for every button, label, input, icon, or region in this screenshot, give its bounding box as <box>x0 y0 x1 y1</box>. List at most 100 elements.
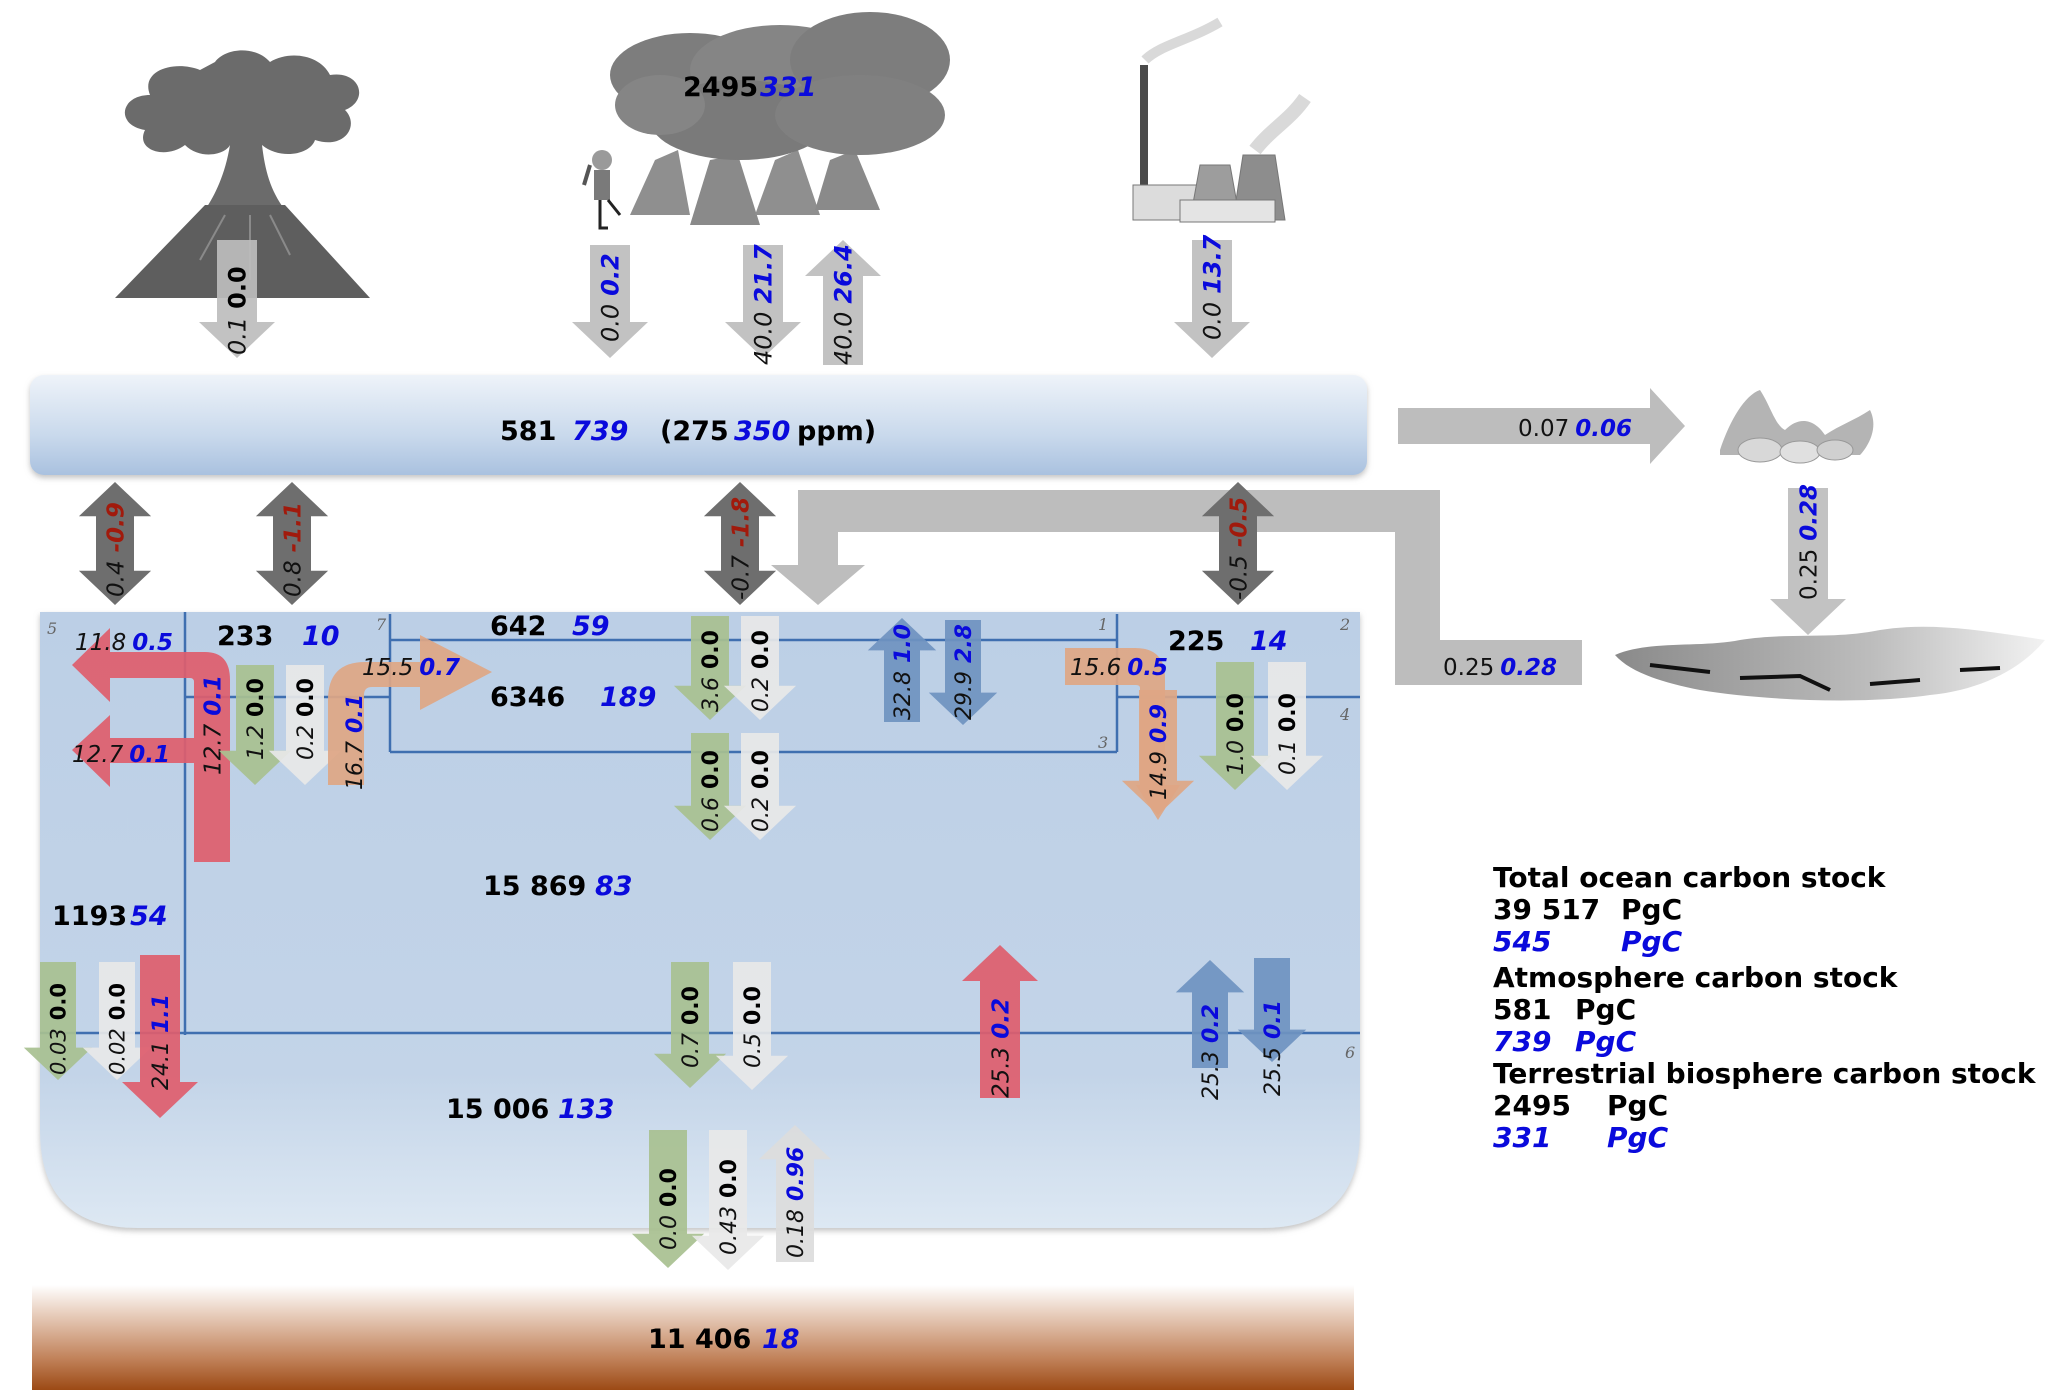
respiration-flux-value-anthropogenic: 26.4 <box>830 244 858 303</box>
box-233-anthro: 10 <box>302 621 340 652</box>
orange-right-down-shaft-arrow <box>1121 690 1195 815</box>
blue-down-1-flux-arrow <box>928 620 998 725</box>
blue-up-1-flux-value-anthropogenic: 1.0 <box>891 624 916 663</box>
sediment-reservoir: 11 406 18 <box>32 1285 1354 1390</box>
white-1-lower-flux-label: 0.20.0 <box>749 750 774 832</box>
legend-atmosphere-title: Atmosphere carbon stock <box>1493 961 1898 994</box>
fossil-flux-value-preindustrial: 0.0 <box>1199 302 1227 340</box>
red-1193-flux-value-anthropogenic: 1.1 <box>149 994 174 1033</box>
airsea-1-flux-value-anthropogenic: -1.8 <box>728 497 754 547</box>
white-233-flux-value-preindustrial: 0.2 <box>294 725 319 760</box>
respiration-flux-label: 40.0 26.4 <box>830 244 858 365</box>
green-225-flux-value-preindustrial: 1.0 <box>1224 740 1249 775</box>
atmosphere-ppm-pre: (275 <box>660 416 729 447</box>
box-15869-anthro: 83 <box>595 871 633 902</box>
legend-ocean-anthro-value: 545 <box>1493 925 1552 958</box>
blue-up-1-flux-label: 32.8 1.0 <box>891 624 916 720</box>
box-15869-pre: 15 869 <box>483 871 586 902</box>
orange-right-horiz-value-preindustrial: 15.6 <box>1070 655 1121 681</box>
blue-up-deep-flux-value-preindustrial: 25.3 <box>1199 1051 1224 1100</box>
legend-terrestrial-pre-value: 2495 <box>1493 1089 1571 1122</box>
river-return-flux-value-anthropogenic: 0.28 <box>1500 655 1557 681</box>
factory-icon <box>1132 17 1311 223</box>
white-1-lower-flux-value-preindustrial: 0.2 <box>749 797 774 832</box>
green-1-upper-flux-arrow <box>673 616 747 720</box>
white-233-flux-label: 0.20.0 <box>294 678 319 760</box>
red-upwelling-mid-value-anthropogenic: 0.1 <box>129 742 170 768</box>
landuse-flux-value-anthropogenic: 0.2 <box>597 253 625 296</box>
white-1-upper-flux-label: 0.20.0 <box>749 630 774 712</box>
river-flux-label: 0.250.28 <box>1796 484 1822 600</box>
weathering-flux-arrow <box>1398 388 1685 464</box>
white-225-flux-value-preindustrial: 0.1 <box>1276 740 1301 775</box>
airsea-1-flux-arrow <box>703 482 777 605</box>
atmosphere-stock-pre: 581 <box>500 416 556 447</box>
orange-left-up-value-anthropogenic: 0.1 <box>343 694 368 733</box>
landuse-flux-arrow <box>572 245 648 358</box>
red-upwelling-top-arrow <box>72 628 230 862</box>
green-233-flux-value-anthropogenic: 0.0 <box>244 678 269 717</box>
legend-atmosphere-pre-unit: PgC <box>1575 993 1637 1026</box>
green-1-lower-flux-arrow <box>673 733 747 840</box>
orange-left-arrow <box>328 635 492 785</box>
legend-ocean-pre-value: 39 517 <box>1493 893 1601 926</box>
corner-label-4: 4 <box>1339 705 1350 724</box>
green-233-flux-arrow <box>218 665 292 785</box>
airsea-7-flux-value-preindustrial: 0.8 <box>280 560 306 597</box>
airsea-7-flux-arrow <box>255 482 329 605</box>
green-1-lower-flux-label: 0.60.0 <box>699 750 724 832</box>
green-sed-flux-arrow <box>631 1130 705 1268</box>
green-225-flux-arrow <box>1198 662 1272 790</box>
airsea-2-flux-label: -0.5-0.5 <box>1226 497 1252 600</box>
green-225-flux-value-anthropogenic: 0.0 <box>1224 693 1249 732</box>
red-up-deep-flux-label: 25.30.2 <box>988 998 1014 1098</box>
white-1-upper-flux-value-preindustrial: 0.2 <box>749 677 774 712</box>
white-deep-mid-flux-arrow <box>715 962 789 1090</box>
white-deep-mid-flux-value-preindustrial: 0.5 <box>741 1033 766 1068</box>
orange-right-horiz-value-anthropogenic: 0.5 <box>1127 655 1168 681</box>
photosynthesis-flux-value-anthropogenic: 21.7 <box>750 244 778 304</box>
orange-right-down-label: 14.9 0.9 <box>1147 704 1172 800</box>
airsea-2-flux-value-anthropogenic: -0.5 <box>1226 497 1252 547</box>
photosynthesis-flux-arrow <box>725 245 801 358</box>
green-sed-flux-value-anthropogenic: 0.0 <box>657 1168 682 1207</box>
box-225-pre: 225 <box>1168 626 1224 657</box>
orange-right-down-value-anthropogenic: 0.9 <box>1147 704 1172 743</box>
atmosphere-reservoir: 581 739 (275 350 ppm) <box>30 375 1367 475</box>
blue-up-1-flux-value-preindustrial: 32.8 <box>891 671 916 720</box>
river-flux-arrow <box>1770 488 1846 635</box>
white-1-lower-flux-value-anthropogenic: 0.0 <box>749 750 774 789</box>
volcano-flux-value-anthropogenic: 0.0 <box>224 266 252 309</box>
blue-down-deep-flux-label: 25.50.1 <box>1261 1000 1286 1096</box>
atmosphere-stock-anthro: 739 <box>572 416 628 447</box>
green-233-flux-value-preindustrial: 1.2 <box>244 725 269 760</box>
river-flux-value-anthropogenic: 0.28 <box>1796 484 1822 541</box>
river-return-flux-arrow <box>771 490 1582 685</box>
white-1193-flux-value-preindustrial: 0.02 <box>106 1028 130 1075</box>
green-233-flux-label: 1.20.0 <box>244 678 269 760</box>
orange-right-down-value-preindustrial: 14.9 <box>1147 751 1172 800</box>
respiration-flux-value-preindustrial: 40.0 <box>830 312 858 365</box>
white-225-flux-label: 0.10.0 <box>1276 693 1301 775</box>
legend-atmosphere-anthro-unit: PgC <box>1575 1025 1637 1058</box>
red-up-deep-flux-arrow <box>962 945 1038 1098</box>
green-1-lower-flux-value-anthropogenic: 0.0 <box>699 750 724 789</box>
green-sed-flux-value-preindustrial: 0.0 <box>657 1215 682 1250</box>
green-deep-mid-flux-arrow <box>653 962 727 1088</box>
airsea-1-flux-value-preindustrial: -0.7 <box>728 555 754 600</box>
white-1193-flux-label: 0.020.0 <box>106 983 130 1075</box>
white-sed-flux-value-anthropogenic: 0.0 <box>717 1159 742 1198</box>
lumberjack-icon <box>582 150 622 230</box>
white-sed-flux-label: 0.430.0 <box>717 1159 742 1255</box>
fossil-flux-arrow <box>1174 240 1250 358</box>
red-1193-flux-value-preindustrial: 24.1 <box>149 1041 174 1090</box>
white-sed-flux-arrow <box>691 1130 765 1270</box>
green-deep-mid-flux-value-anthropogenic: 0.0 <box>679 986 704 1025</box>
